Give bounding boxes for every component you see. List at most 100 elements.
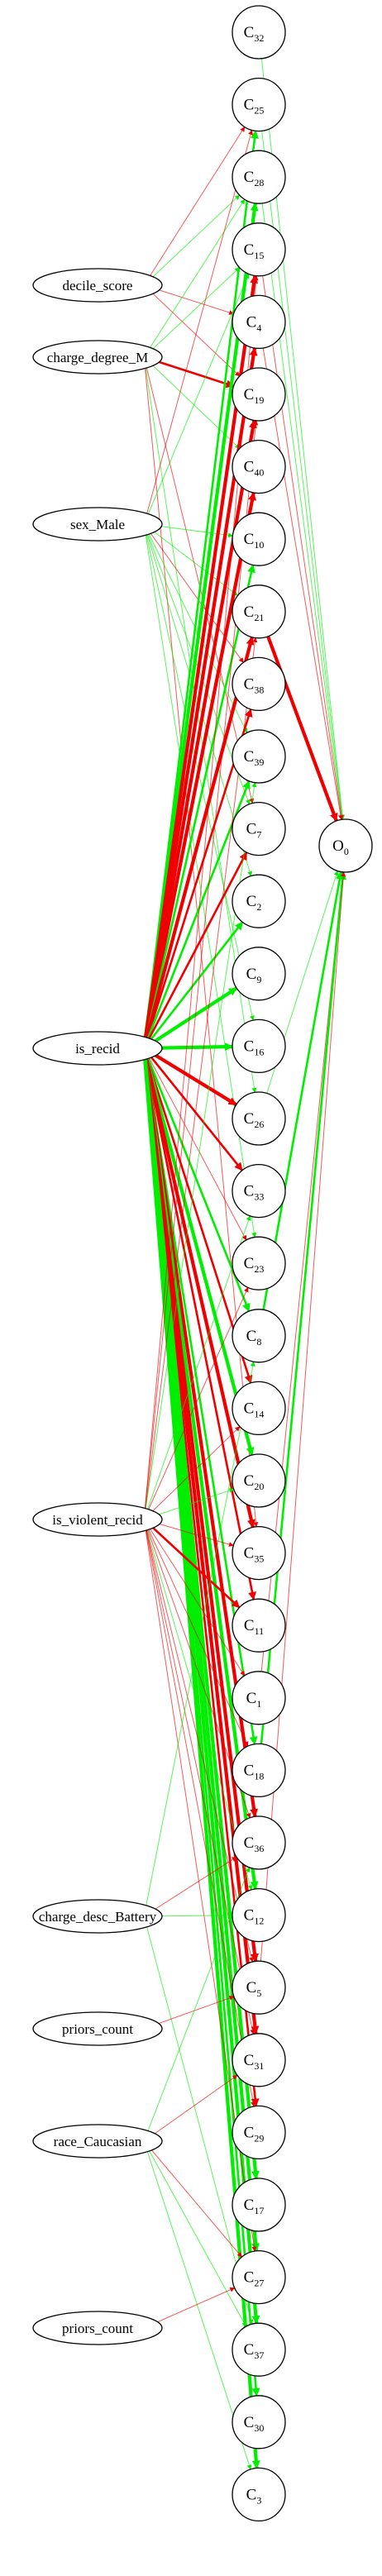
node-label-base: C <box>246 966 257 983</box>
input-node-label: sex_Male <box>70 517 125 532</box>
node-label-subscript: 31 <box>254 2060 264 2072</box>
node-label-base: C <box>244 1907 255 1925</box>
input-node-charge_degree_M: charge_degree_M <box>32 340 163 374</box>
node-circle <box>232 1960 286 2015</box>
edge-is_recid-to-C9 <box>143 986 238 1050</box>
cluster-node-C11: C11 <box>232 1598 286 1653</box>
node-label: C3 <box>246 2486 262 2506</box>
node-label-base: C <box>246 313 257 331</box>
node-label-base: C <box>244 1472 255 1490</box>
edge-is_violent_recid-to-C12 <box>143 1519 253 1891</box>
edge-sex_Male-to-C38 <box>143 523 244 663</box>
node-label: C15 <box>244 241 265 261</box>
cluster-node-C37: C37 <box>232 2322 286 2377</box>
node-label-subscript: 32 <box>254 32 264 44</box>
node-label-base: C <box>244 241 255 259</box>
edge-C15-to-O0 <box>262 275 344 820</box>
node-circle <box>232 1815 286 1870</box>
node-label: C18 <box>244 1762 265 1782</box>
output-node-O0: O0 <box>318 818 373 873</box>
cluster-node-C5: C5 <box>232 1960 286 2015</box>
cluster-node-C8: C8 <box>232 1309 286 1363</box>
edge-is_recid-to-C14 <box>142 1047 253 1384</box>
node-label: C5 <box>246 1979 262 1999</box>
node-circle <box>232 1163 286 1219</box>
edge-C4-to-O0 <box>262 347 343 820</box>
node-label-subscript: 7 <box>256 829 261 841</box>
edge-C8-to-O0 <box>262 871 344 1310</box>
edge-is_recid-to-C11 <box>142 1047 256 1600</box>
edge-is_recid-to-C20 <box>142 1047 255 1457</box>
node-label-base: C <box>246 821 257 838</box>
input-node-priors_count_1: priors_count <box>32 2011 163 2046</box>
edge-is_recid-to-C35 <box>142 1047 255 1529</box>
edge-is_recid-to-C10 <box>142 564 255 1049</box>
node-label-subscript: 33 <box>254 1191 264 1203</box>
node-label-base: C <box>244 675 255 693</box>
node-circle <box>232 2105 286 2160</box>
node-label-subscript: 38 <box>254 684 264 695</box>
cluster-node-C2: C2 <box>232 874 286 928</box>
cluster-node-C30: C30 <box>232 2395 286 2450</box>
edge-is_recid-to-C23 <box>143 1047 247 1241</box>
node-circle <box>232 150 286 204</box>
node-label-base: C <box>244 1617 255 1634</box>
node-label-subscript: 0 <box>344 846 349 857</box>
node-label-base: C <box>244 24 255 41</box>
edge-decile_score-to-C28 <box>143 194 241 286</box>
input-node-shape <box>32 1899 163 1934</box>
node-label-subscript: 21 <box>254 612 264 623</box>
node-label: C2 <box>246 893 262 913</box>
node-label-base: C <box>244 1545 255 1562</box>
node-circle <box>232 1453 286 1508</box>
edge-is_recid-to-C3 <box>142 1047 260 2469</box>
node-label: C35 <box>244 1545 265 1565</box>
cluster-node-C4: C4 <box>232 294 286 350</box>
node-circle <box>232 439 286 494</box>
node-label-base: C <box>246 1979 257 1996</box>
node-label-subscript: 15 <box>254 250 264 261</box>
node-label-base: C <box>244 2052 255 2069</box>
input-node-shape <box>32 268 163 303</box>
node-circle <box>232 1236 286 1290</box>
node-label-base: C <box>246 1328 257 1345</box>
node-circle <box>232 1091 286 1146</box>
node-label-subscript: 29 <box>254 2132 264 2144</box>
node-circle <box>232 367 286 422</box>
node-circle <box>232 1525 286 1581</box>
node-label-base: C <box>244 1183 255 1200</box>
node-label-base: C <box>244 97 255 114</box>
node-circle <box>232 1018 286 1074</box>
edge-race_Caucasian-to-C31 <box>143 2074 238 2142</box>
node-label: C33 <box>244 1183 265 1203</box>
node-circle <box>232 2033 286 2087</box>
node-circle <box>232 2178 286 2232</box>
node-label: C29 <box>244 2124 265 2144</box>
node-label-subscript: 5 <box>256 1987 261 1999</box>
cluster-node-C9: C9 <box>232 947 286 1001</box>
node-label-base: C <box>244 748 255 766</box>
node-label: C14 <box>244 1400 265 1419</box>
node-circle <box>232 1381 286 1436</box>
node-label: C8 <box>246 1328 262 1348</box>
edge-charge_degree_M-to-C15 <box>143 267 241 358</box>
node-label-base: C <box>246 893 257 910</box>
node-circle <box>318 818 373 873</box>
input-node-sex_Male: sex_Male <box>32 507 163 541</box>
node-circle <box>232 2467 286 2522</box>
edge-charge_desc_Battery-to-C36 <box>143 1856 237 1917</box>
node-label: C25 <box>244 97 265 117</box>
node-label-subscript: 19 <box>254 394 264 406</box>
node-circle <box>232 77 286 132</box>
node-label-subscript: 8 <box>256 1336 261 1348</box>
node-label: C10 <box>244 531 265 551</box>
edge-charge_degree_M-to-C28 <box>143 198 246 358</box>
node-label-subscript: 9 <box>256 974 261 985</box>
cluster-node-C31: C31 <box>232 2033 286 2087</box>
input-node-label: charge_desc_Battery <box>39 1909 157 1925</box>
edge-is_recid-to-C33 <box>143 1047 243 1171</box>
node-label: C1 <box>246 1690 262 1710</box>
cluster-node-C29: C29 <box>232 2105 286 2160</box>
node-label: C38 <box>244 675 265 695</box>
node-label: C17 <box>244 2197 265 2216</box>
